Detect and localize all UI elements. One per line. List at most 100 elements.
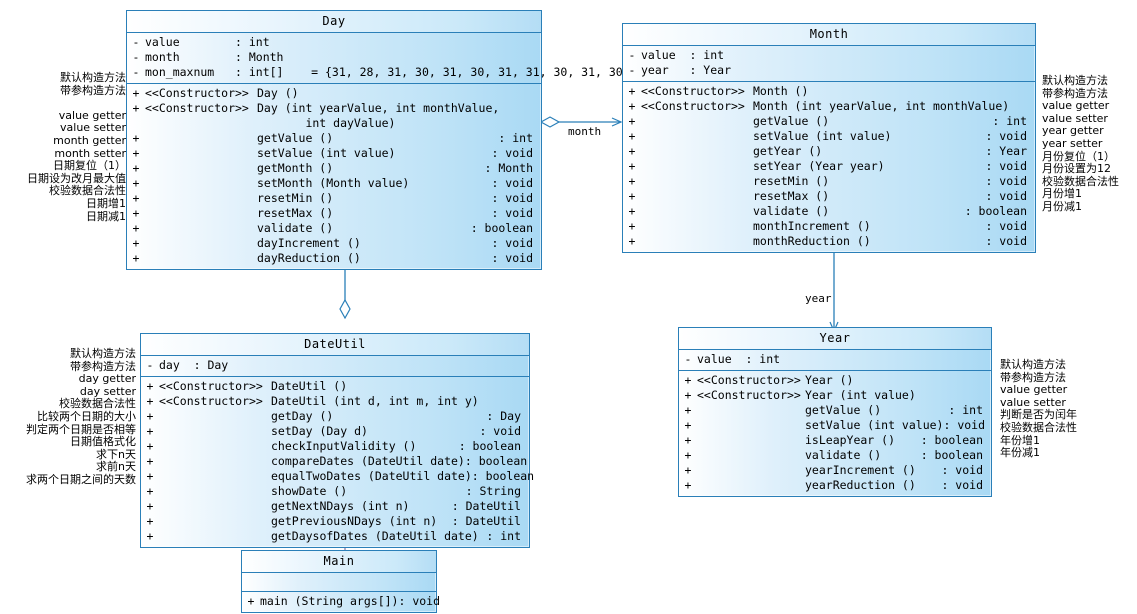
return-type: : void	[491, 146, 533, 160]
note-year: 默认构造方法 带参构造方法 value getter value setter …	[1000, 358, 1077, 460]
visibility-marker: +	[684, 463, 692, 477]
note-day: 默认构造方法 带参构造方法 value getter value setter …	[27, 71, 126, 223]
class-operation-row: +setMonth (Month value): void	[127, 176, 541, 191]
visibility-marker: +	[146, 499, 154, 513]
class-title-dateutil: DateUtil	[141, 334, 529, 356]
return-type: : void	[491, 251, 533, 265]
visibility-marker: +	[628, 129, 636, 143]
class-operation-row: +setValue (int value): void	[623, 129, 1035, 144]
class-operation-row: +setDay (Day d): void	[141, 424, 529, 439]
visibility-marker: -	[684, 352, 692, 366]
operation-signature: setValue (int value)	[257, 146, 396, 160]
operation-signature: validate ()	[805, 448, 882, 462]
class-title-day: Day	[127, 11, 541, 33]
class-operation-row: int dayValue)	[127, 116, 541, 131]
class-operation-row: +resetMin (): void	[623, 174, 1035, 189]
class-operation-row: +getPreviousNDays (int n): DateUtil	[141, 514, 529, 529]
operation-signature: dayIncrement ()	[257, 236, 361, 250]
class-operation-row: +<<Constructor>>Day (int yearValue, int …	[127, 101, 541, 116]
visibility-marker: +	[146, 454, 154, 468]
class-operation-row: +<<Constructor>>DateUtil ()	[141, 379, 529, 394]
visibility-marker: +	[146, 484, 154, 498]
class-operation-row: +setValue (int value): void	[127, 146, 541, 161]
class-attribute-row: -value : int	[623, 48, 1035, 63]
class-attribute-row: -value : int	[127, 35, 541, 50]
class-operation-row: +getValue (): int	[679, 403, 991, 418]
class-box-dateutil[interactable]: DateUtil -day : Day +<<Constructor>>Date…	[140, 333, 535, 548]
class-operation-row: +getValue (): int	[623, 114, 1035, 129]
visibility-marker: +	[684, 433, 692, 447]
operation-signature: showDate ()	[271, 484, 348, 498]
return-type: : Day	[486, 409, 521, 423]
class-operation-row: +getDay (): Day	[141, 409, 529, 424]
edge-label-year: year	[805, 292, 832, 305]
class-operation-row: +validate (): boolean	[623, 204, 1035, 219]
class-operation-row: +monthReduction (): void	[623, 234, 1035, 249]
class-title-main: Main	[242, 551, 436, 573]
operation-signature: setYear (Year year)	[753, 159, 885, 173]
class-operations-day: +<<Constructor>>Day ()+<<Constructor>>Da…	[127, 84, 541, 269]
return-type: : int	[992, 114, 1027, 128]
operation-signature: validate ()	[753, 204, 830, 218]
operation-signature: monthIncrement ()	[753, 219, 871, 233]
visibility-marker: +	[684, 403, 692, 417]
return-type: : int	[486, 529, 521, 543]
operation-signature: getMonth ()	[257, 161, 334, 175]
return-type: : void	[491, 191, 533, 205]
attribute-signature: value : int	[641, 48, 725, 62]
class-attributes-year: -value : int	[679, 350, 991, 371]
class-attribute-row: -day : Day	[141, 358, 529, 373]
class-operation-row: +main (String args[]): void	[242, 594, 441, 609]
class-operation-row: +monthIncrement (): void	[623, 219, 1035, 234]
visibility-marker: -	[628, 48, 636, 62]
class-operation-row: +getYear (): Year	[623, 144, 1035, 159]
note-month: 默认构造方法 带参构造方法 value getter value setter …	[1042, 74, 1119, 213]
operation-signature: dayReduction ()	[257, 251, 361, 265]
class-operation-row: +dayIncrement (): void	[127, 236, 541, 251]
operation-signature: getNextNDays (int n)	[271, 499, 410, 513]
class-operation-row: +yearIncrement (): void	[679, 463, 991, 478]
visibility-marker: +	[628, 174, 636, 188]
operation-signature: Month ()	[753, 84, 809, 98]
class-operations-dateutil: + <<Constructor>> DateUtil ()+<<Constructo…	[141, 377, 535, 547]
class-operation-row: +<<Constructor>>DateUtil (int d, int m, …	[141, 394, 529, 409]
class-box-month[interactable]: Month -value : int-year : Year +<<Constr…	[622, 23, 1036, 253]
visibility-marker: +	[146, 409, 154, 423]
operation-signature: compareDates (DateUtil date)	[271, 454, 465, 468]
operation-signature: main (String args[])	[260, 594, 399, 608]
visibility-marker: +	[146, 469, 154, 483]
visibility-marker: +	[132, 131, 140, 145]
return-type: : boolean	[964, 204, 1027, 218]
operation-signature: resetMax ()	[257, 206, 334, 220]
visibility-marker: +	[247, 594, 255, 608]
return-type: : Year	[985, 144, 1027, 158]
class-box-day[interactable]: Day -value : int-month : Month-mon_maxnu…	[126, 10, 658, 270]
class-operation-row: +validate (): boolean	[127, 221, 541, 236]
visibility-marker: +	[628, 114, 636, 128]
class-operation-row: +checkInputValidity (): boolean	[141, 439, 529, 454]
class-operations-year: +<<Constructor>>Year ()+<<Constructor>>Y…	[679, 371, 991, 496]
operation-signature: setValue (int value)	[753, 129, 892, 143]
class-operation-row: +setYear (Year year): void	[623, 159, 1035, 174]
visibility-marker: +	[628, 159, 636, 173]
operation-signature: setMonth (Month value)	[257, 176, 410, 190]
class-box-year[interactable]: Year -value : int +<<Constructor>>Year (…	[678, 327, 992, 497]
visibility-marker: +	[132, 236, 140, 250]
stereotype-label: <<Constructor>>	[159, 379, 263, 393]
visibility-marker: -	[146, 358, 154, 372]
class-box-main[interactable]: Main +main (String args[]): void	[241, 550, 441, 613]
visibility-marker: +	[146, 514, 154, 528]
class-operation-row: +<<Constructor>>Month (int yearValue, in…	[623, 99, 1035, 114]
operation-signature: Year ()	[805, 373, 854, 387]
visibility-marker: +	[628, 84, 636, 98]
class-attribute-row: -month : Month	[127, 50, 541, 65]
class-attribute-row: -mon_maxnum : int[] = {31, 28, 31, 30, 3…	[127, 65, 658, 80]
stereotype-label: <<Constructor>>	[697, 388, 801, 402]
class-operation-row: +equalTwoDates (DateUtil date): boolean	[141, 469, 535, 484]
visibility-marker	[127, 116, 145, 131]
return-type: : void	[985, 174, 1027, 188]
class-operation-row: +getDaysofDates (DateUtil date): int	[141, 529, 529, 544]
operation-signature: DateUtil ()	[271, 379, 348, 393]
return-type: : boolean	[471, 469, 535, 483]
